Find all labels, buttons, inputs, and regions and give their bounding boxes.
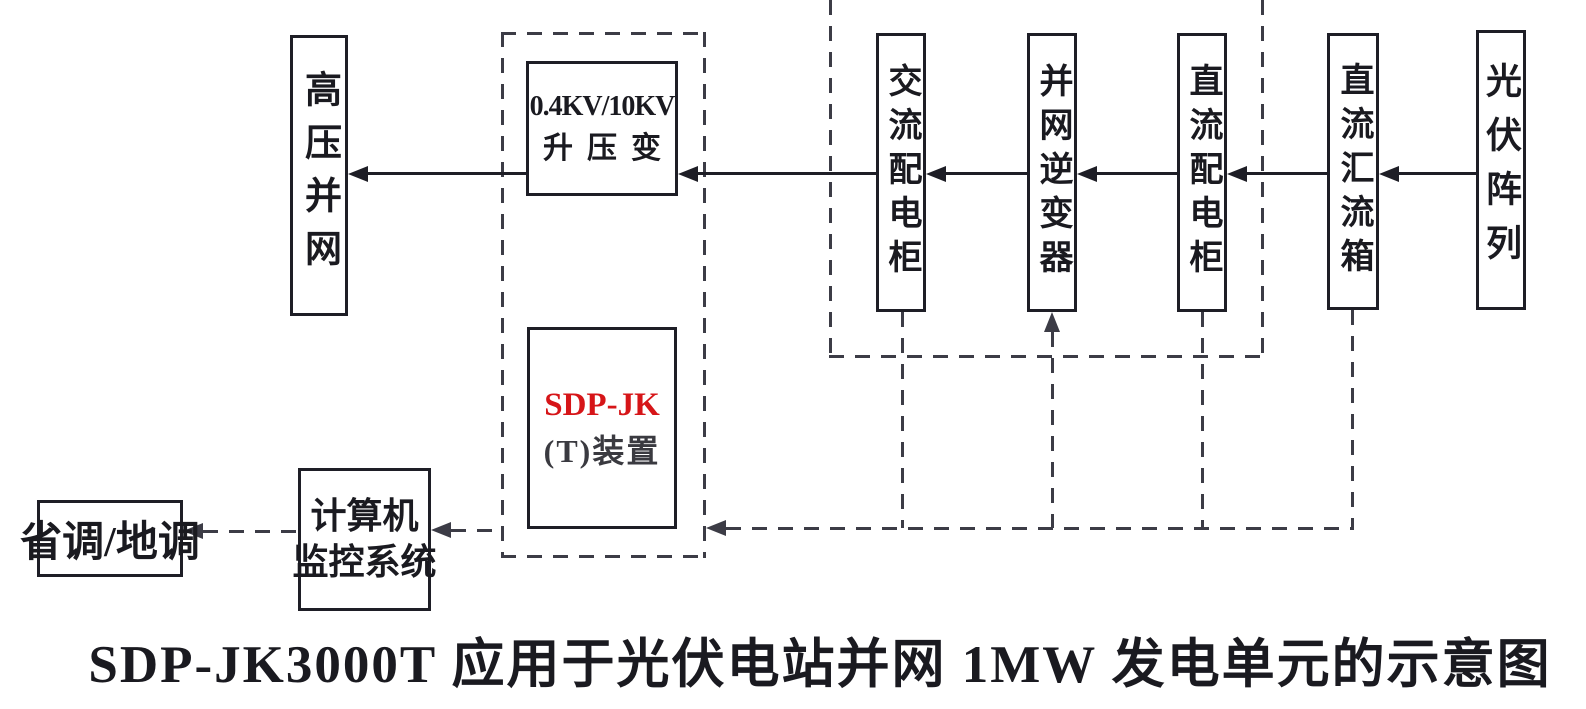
- flow-line-combiner-to-dc-cabinet: [1247, 172, 1327, 175]
- measure-enclosure-right-edge: [1261, 0, 1264, 357]
- signal-bus-line: [726, 527, 1354, 530]
- signal-drop-dc-combiner: [1351, 310, 1354, 528]
- arrow-into-transformer-icon: [678, 166, 698, 182]
- flow-line-transformer-to-hv-grid: [368, 172, 526, 175]
- node-sdp-device-label: (T)装置: [543, 432, 661, 469]
- arrow-into-sdp-container-icon: [706, 520, 726, 536]
- node-dc-combiner-label: 直流汇流箱: [1335, 61, 1372, 282]
- node-pv-array-label: 光伏阵列: [1481, 62, 1521, 278]
- signal-drop-inverter: [1051, 332, 1054, 528]
- node-dc-cabinet: 直流配电柜: [1177, 33, 1227, 312]
- arrow-up-into-inverter-icon: [1044, 312, 1060, 332]
- node-pv-array: 光伏阵列: [1476, 30, 1526, 310]
- diagram-caption: SDP-JK3000T 应用于光伏电站并网 1MW 发电单元的示意图: [88, 636, 1552, 694]
- node-transformer-rating: 0.4KV/10KV: [529, 90, 676, 122]
- flow-line-inverter-to-ac-cabinet: [946, 172, 1027, 175]
- signal-line-to-computer: [451, 529, 501, 532]
- node-computer-monitoring: 计算机 监控系统: [293, 468, 437, 611]
- node-ac-cabinet: 交流配电柜: [876, 33, 926, 312]
- arrow-into-computer-icon: [431, 522, 451, 538]
- signal-line-to-dispatch: [203, 530, 298, 533]
- arrow-into-dc-cabinet-icon: [1227, 166, 1247, 182]
- node-sdp-device: SDP-JK (T)装置: [527, 327, 677, 529]
- node-dispatch: 省调/地调: [20, 500, 200, 577]
- node-dc-combiner: 直流汇流箱: [1327, 33, 1379, 310]
- arrow-into-dispatch-icon: [183, 523, 203, 539]
- arrow-into-inverter-icon: [1077, 166, 1097, 182]
- flow-line-ac-cabinet-to-transformer: [698, 172, 876, 175]
- measure-enclosure-bottom-edge: [829, 355, 1264, 358]
- node-ac-cabinet-label: 交流配电柜: [883, 62, 920, 283]
- node-computer-line2: 监控系统: [292, 541, 437, 582]
- arrow-into-dc-combiner-icon: [1379, 166, 1399, 182]
- arrow-into-ac-cabinet-icon: [926, 166, 946, 182]
- signal-drop-ac-cabinet: [901, 312, 904, 528]
- signal-drop-dc-cabinet: [1201, 312, 1204, 528]
- sdp-container-left-edge: [501, 32, 504, 558]
- flow-line-pv-to-combiner: [1399, 172, 1476, 175]
- arrow-into-hv-grid-icon: [348, 166, 368, 182]
- node-transformer: 0.4KV/10KV 升压变: [526, 61, 678, 196]
- sdp-container-top-edge: [501, 32, 706, 35]
- node-computer-line1: 计算机: [310, 495, 419, 536]
- measure-enclosure-left-edge: [829, 0, 832, 357]
- node-sdp-device-model: SDP-JK: [544, 387, 660, 424]
- node-hv-grid: 高压并网: [290, 35, 348, 316]
- node-transformer-label: 升压变: [543, 132, 675, 166]
- node-inverter: 并网逆变器: [1027, 33, 1077, 312]
- node-dispatch-label: 省调/地调: [20, 520, 200, 566]
- sdp-container-right-edge: [703, 32, 706, 558]
- flow-line-dc-cabinet-to-inverter: [1097, 172, 1177, 175]
- node-dc-cabinet-label: 直流配电柜: [1184, 62, 1221, 283]
- node-hv-grid-label: 高压并网: [298, 69, 340, 282]
- node-inverter-label: 并网逆变器: [1034, 62, 1071, 283]
- sdp-container-bottom-edge: [501, 555, 706, 558]
